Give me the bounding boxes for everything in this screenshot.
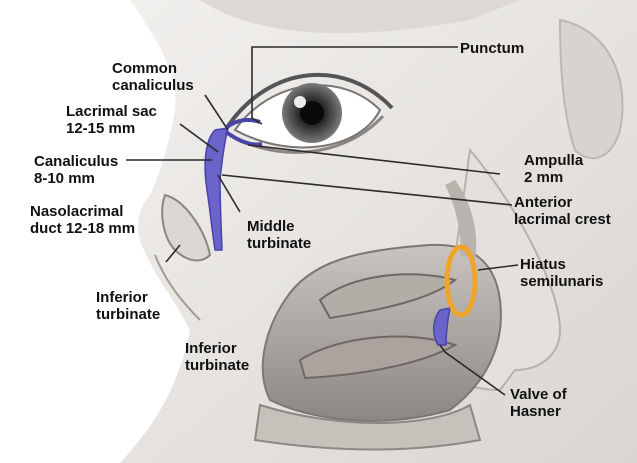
lacrimal-sac-label: Lacrimal sac 12-15 mm <box>66 103 157 137</box>
inferior-turbinate-nasal-label: Inferior turbinate <box>185 340 249 374</box>
canaliculus-label: Canaliculus 8-10 mm <box>34 153 118 187</box>
anterior-lacrimal-crest-label: Anterior lacrimal crest <box>514 194 611 228</box>
nasolacrimal-duct-label: Nasolacrimal duct 12-18 mm <box>30 203 135 237</box>
middle-turbinate-label: Middle turbinate <box>247 218 311 252</box>
hiatus-semilunaris-label: Hiatus semilunaris <box>520 256 603 290</box>
inferior-turbinate-face-label: Inferior turbinate <box>96 289 160 323</box>
ampulla-label: Ampulla 2 mm <box>524 152 583 186</box>
punctum-label: Punctum <box>460 40 524 57</box>
valve-of-hasner-label: Valve of Hasner <box>510 386 567 420</box>
common-canaliculus-label: Common canaliculus <box>112 60 194 94</box>
